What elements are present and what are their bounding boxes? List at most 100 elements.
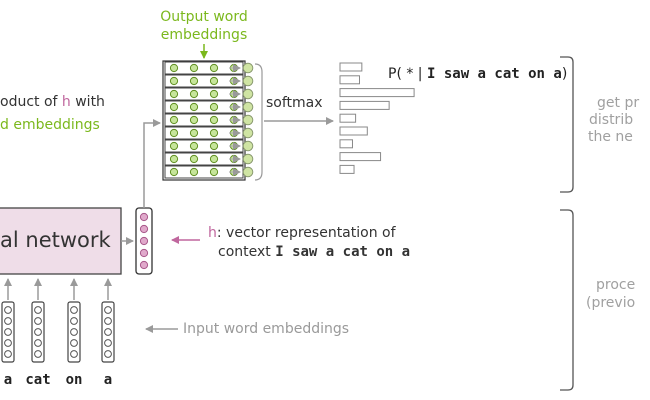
softmax-bar: [339, 113, 357, 123]
bottom-brace: [560, 209, 574, 391]
input-vector-value: [4, 339, 12, 347]
get-probability-text: get pr distrib the ne: [588, 95, 650, 146]
dot-product-score: [242, 75, 254, 87]
input-vector-value: [104, 317, 112, 325]
embedding-value: [169, 76, 179, 86]
embedding-value: [169, 154, 179, 164]
input-vector-value: [104, 306, 112, 314]
embedding-value: [169, 141, 179, 151]
input-vector-value: [70, 328, 78, 336]
embedding-value: [169, 128, 179, 138]
input-embeddings-label: Input word embeddings: [183, 321, 350, 337]
embedding-value: [169, 167, 179, 177]
embedding-value: [189, 128, 199, 138]
embedding-value: [169, 89, 179, 99]
dot-product-score: [242, 140, 254, 152]
dot-product-prefix: oduct of: [0, 94, 62, 110]
output-embeddings-line2: embeddings: [160, 27, 248, 43]
dot-product-label: oduct of h with: [0, 95, 105, 109]
input-vector-value: [4, 317, 12, 325]
dot-product-score: [242, 101, 254, 113]
h-description-line1: : vector representation of: [216, 225, 396, 241]
output-embeddings-line1: Output word: [160, 9, 248, 25]
h-vector-description: h: vector representation of context I sa…: [208, 224, 410, 262]
softmax-bar: [339, 164, 355, 174]
process-line1: proce: [596, 277, 636, 293]
token-label: a: [103, 372, 113, 388]
embedding-value: [209, 167, 219, 177]
results-bracket: [254, 63, 263, 181]
softmax-bar: [339, 100, 390, 110]
probability-prefix: P( * |: [388, 66, 427, 82]
dot-product-score: [242, 114, 254, 126]
softmax-bar: [339, 62, 363, 72]
dot-product-suffix: with: [70, 94, 105, 110]
embedding-value: [189, 167, 199, 177]
probability-suffix: ): [561, 66, 568, 82]
embedding-value: [209, 154, 219, 164]
embedding-value: [189, 102, 199, 112]
input-word-embeddings: [1, 278, 115, 363]
dot-product-score: [242, 62, 254, 74]
embeddings-text: d embeddings: [0, 117, 100, 133]
input-vector-value: [70, 339, 78, 347]
embedding-value: [209, 141, 219, 151]
row-arrows: [229, 64, 241, 176]
input-vector-value: [34, 328, 42, 336]
input-vector-value: [104, 350, 112, 358]
probability-label: P( * | I saw a cat on a): [388, 67, 567, 81]
token-label: on: [65, 372, 83, 388]
embedding-value: [209, 115, 219, 125]
dot-product-line2: d embeddings: [0, 118, 100, 132]
h-description-context: context: [218, 244, 276, 260]
output-embeddings-label: Output word embeddings: [131, 8, 277, 44]
h-to-matrix-arrow: [143, 119, 161, 208]
get-probability-line2: distrib: [589, 112, 634, 128]
dot-product-score: [242, 88, 254, 100]
input-vector-value: [4, 350, 12, 358]
get-probability-line3: the ne: [588, 129, 633, 145]
input-vector-value: [34, 306, 42, 314]
softmax-bar: [339, 75, 360, 85]
dot-product-score: [242, 127, 254, 139]
embedding-value: [189, 89, 199, 99]
softmax-label: softmax: [266, 95, 323, 111]
h-vector: [135, 207, 153, 275]
embedding-value: [209, 89, 219, 99]
process-text: proce (previo: [586, 276, 650, 312]
embedding-value: [169, 102, 179, 112]
embedding-value: [169, 63, 179, 73]
neural-network-label: al network: [0, 228, 111, 252]
embedding-value: [189, 154, 199, 164]
softmax-bar: [339, 139, 353, 149]
top-brace: [560, 56, 574, 193]
dot-product-score: [242, 166, 254, 178]
softmax-bar: [339, 88, 415, 98]
neural-network-box: [0, 207, 122, 275]
input-vector-value: [70, 306, 78, 314]
get-probability-line1: get pr: [597, 95, 640, 111]
embedding-value: [209, 63, 219, 73]
embedding-value: [209, 128, 219, 138]
softmax-bar: [339, 126, 368, 136]
embedding-value: [189, 63, 199, 73]
dot-product-h: h: [61, 94, 71, 110]
input-vector-value: [104, 339, 112, 347]
embedding-value: [169, 115, 179, 125]
embedding-value: [189, 141, 199, 151]
token-label: a: [3, 372, 13, 388]
embedding-value: [209, 76, 219, 86]
embedding-value: [189, 115, 199, 125]
token-label: cat: [25, 372, 51, 388]
embedding-value: [209, 102, 219, 112]
softmax-distribution: [339, 62, 415, 174]
process-line2: (previo: [586, 295, 636, 311]
input-vector-value: [70, 317, 78, 325]
input-vector-value: [34, 339, 42, 347]
dot-product-results: [242, 62, 254, 178]
input-vector-value: [104, 328, 112, 336]
input-vector-value: [4, 306, 12, 314]
input-vector-value: [4, 328, 12, 336]
h-description-sentence: I saw a cat on a: [275, 244, 411, 260]
